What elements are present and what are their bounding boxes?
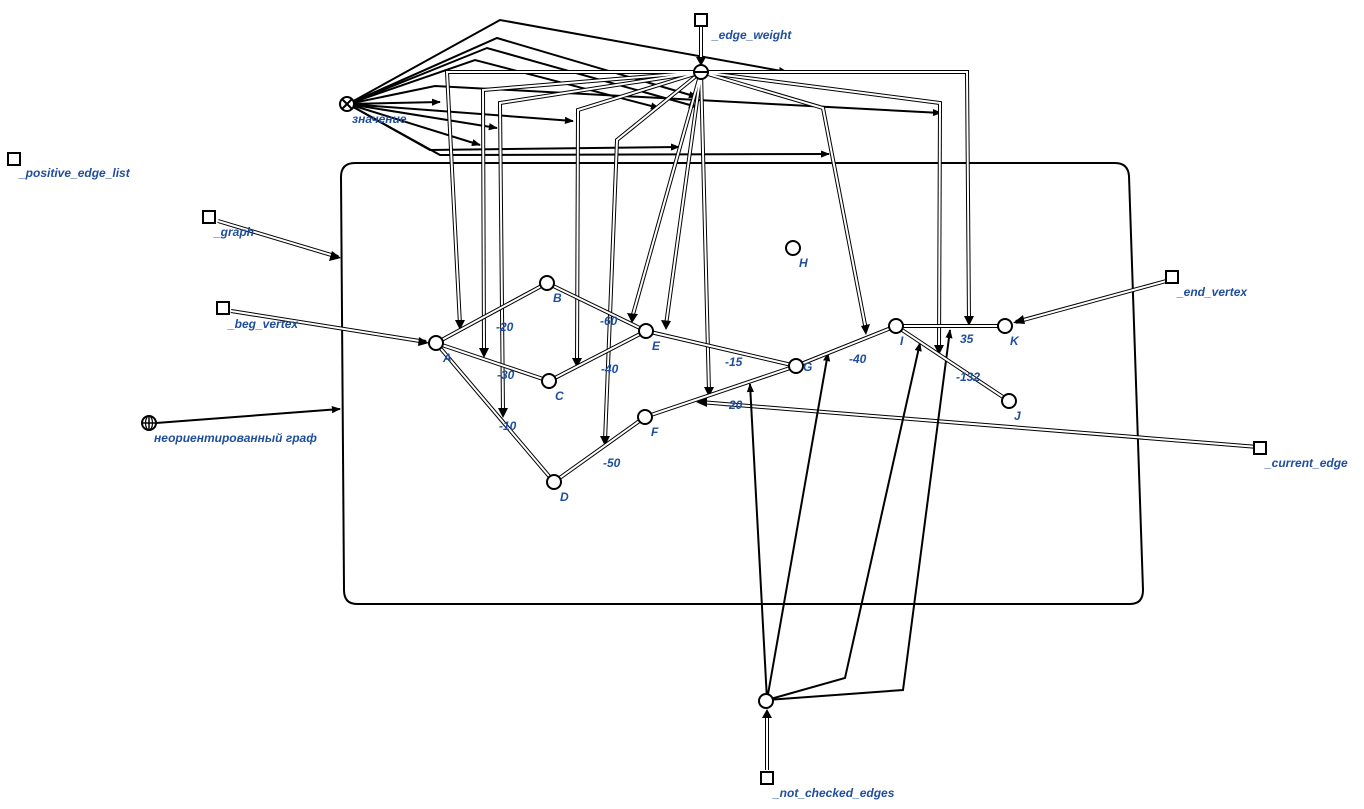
vertex-A[interactable] — [428, 335, 444, 351]
vertex-I[interactable] — [888, 318, 904, 334]
vertex-J[interactable] — [1001, 393, 1017, 409]
weight-label-EG: -15 — [725, 355, 743, 369]
vertex-H[interactable] — [785, 240, 801, 256]
weight-arcs — [444, 70, 974, 446]
vertex-label-G: G — [803, 360, 812, 374]
vertex-label-K: K — [1010, 334, 1020, 348]
node-labels: _edge_weight значение _positive_edge_lis… — [18, 28, 1348, 800]
weight-label-DF: -50 — [603, 456, 621, 470]
not-checked-arcs — [746, 329, 953, 701]
vertex-E[interactable] — [638, 323, 654, 339]
end-vertex-label: _end_vertex — [1176, 285, 1248, 299]
edge-weight-key-node[interactable] — [694, 13, 708, 27]
vertex-C[interactable] — [541, 373, 557, 389]
not-checked-edges-label: _not_checked_edges — [772, 786, 895, 800]
edge-weight-labels: -20 -30 -10 -60 -40 -50 -15 -20 -40 -132… — [496, 314, 980, 470]
not-checked-set-node[interactable] — [758, 693, 774, 709]
weight-label-AD: -10 — [499, 419, 517, 433]
weight-label-CE: -40 — [601, 362, 619, 376]
vertex-G[interactable] — [788, 358, 804, 374]
value-arcs — [347, 18, 942, 158]
key-node-arcs — [217, 27, 1259, 770]
vertex-F[interactable] — [637, 409, 653, 425]
vertex-K[interactable] — [997, 318, 1013, 334]
weight-label-AC: -30 — [497, 368, 515, 382]
positive-edge-list-key-node[interactable] — [7, 152, 21, 166]
beg-vertex-label: _beg_vertex — [227, 317, 299, 331]
weight-label-BE: -60 — [600, 314, 618, 328]
current-edge-key-node[interactable] — [1253, 441, 1267, 455]
weight-label-GI: -40 — [849, 352, 867, 366]
current-edge-label: _current_edge — [1264, 456, 1348, 470]
graph-key-node[interactable] — [202, 210, 216, 224]
vertex-label-F: F — [651, 425, 659, 439]
not-checked-edges-key-node[interactable] — [760, 771, 774, 785]
vertex-label-H: H — [799, 256, 808, 270]
weight-label-AB: -20 — [496, 320, 514, 334]
value-label: значение — [352, 112, 407, 126]
weight-label-FG: -20 — [725, 398, 743, 412]
vertex-label-B: B — [553, 291, 562, 305]
vertex-label-D: D — [560, 490, 569, 504]
beg-vertex-key-node[interactable] — [216, 301, 230, 315]
vertex-D[interactable] — [546, 474, 562, 490]
graph-contour[interactable] — [339, 162, 1145, 605]
vertex-labels: A B C D E F G H I J K — [442, 256, 1021, 504]
weight-label-IJ: -132 — [956, 370, 980, 384]
undirected-graph-arc — [155, 406, 341, 424]
positive-edge-list-label: _positive_edge_list — [18, 166, 131, 180]
end-vertex-key-node[interactable] — [1165, 270, 1179, 284]
edge-weight-operator[interactable] — [693, 64, 709, 80]
key-nodes — [7, 13, 1267, 785]
vertex-label-A: A — [442, 351, 452, 365]
graph-edges — [434, 281, 1011, 484]
graph-label: _graph — [213, 225, 254, 239]
vertex-label-E: E — [652, 339, 661, 353]
vertex-label-C: C — [555, 389, 564, 403]
globe-icon[interactable] — [141, 415, 157, 431]
vertex-label-J: J — [1014, 409, 1021, 423]
edge-weight-label: _edge_weight — [711, 28, 792, 42]
undirected-graph-label: неориентированный граф — [154, 431, 317, 445]
vertex-B[interactable] — [539, 275, 555, 291]
weight-label-IK: 35 — [960, 332, 974, 346]
value-operator-icon[interactable] — [339, 96, 355, 112]
vertices — [428, 240, 1017, 709]
vertex-label-I: I — [900, 334, 904, 348]
